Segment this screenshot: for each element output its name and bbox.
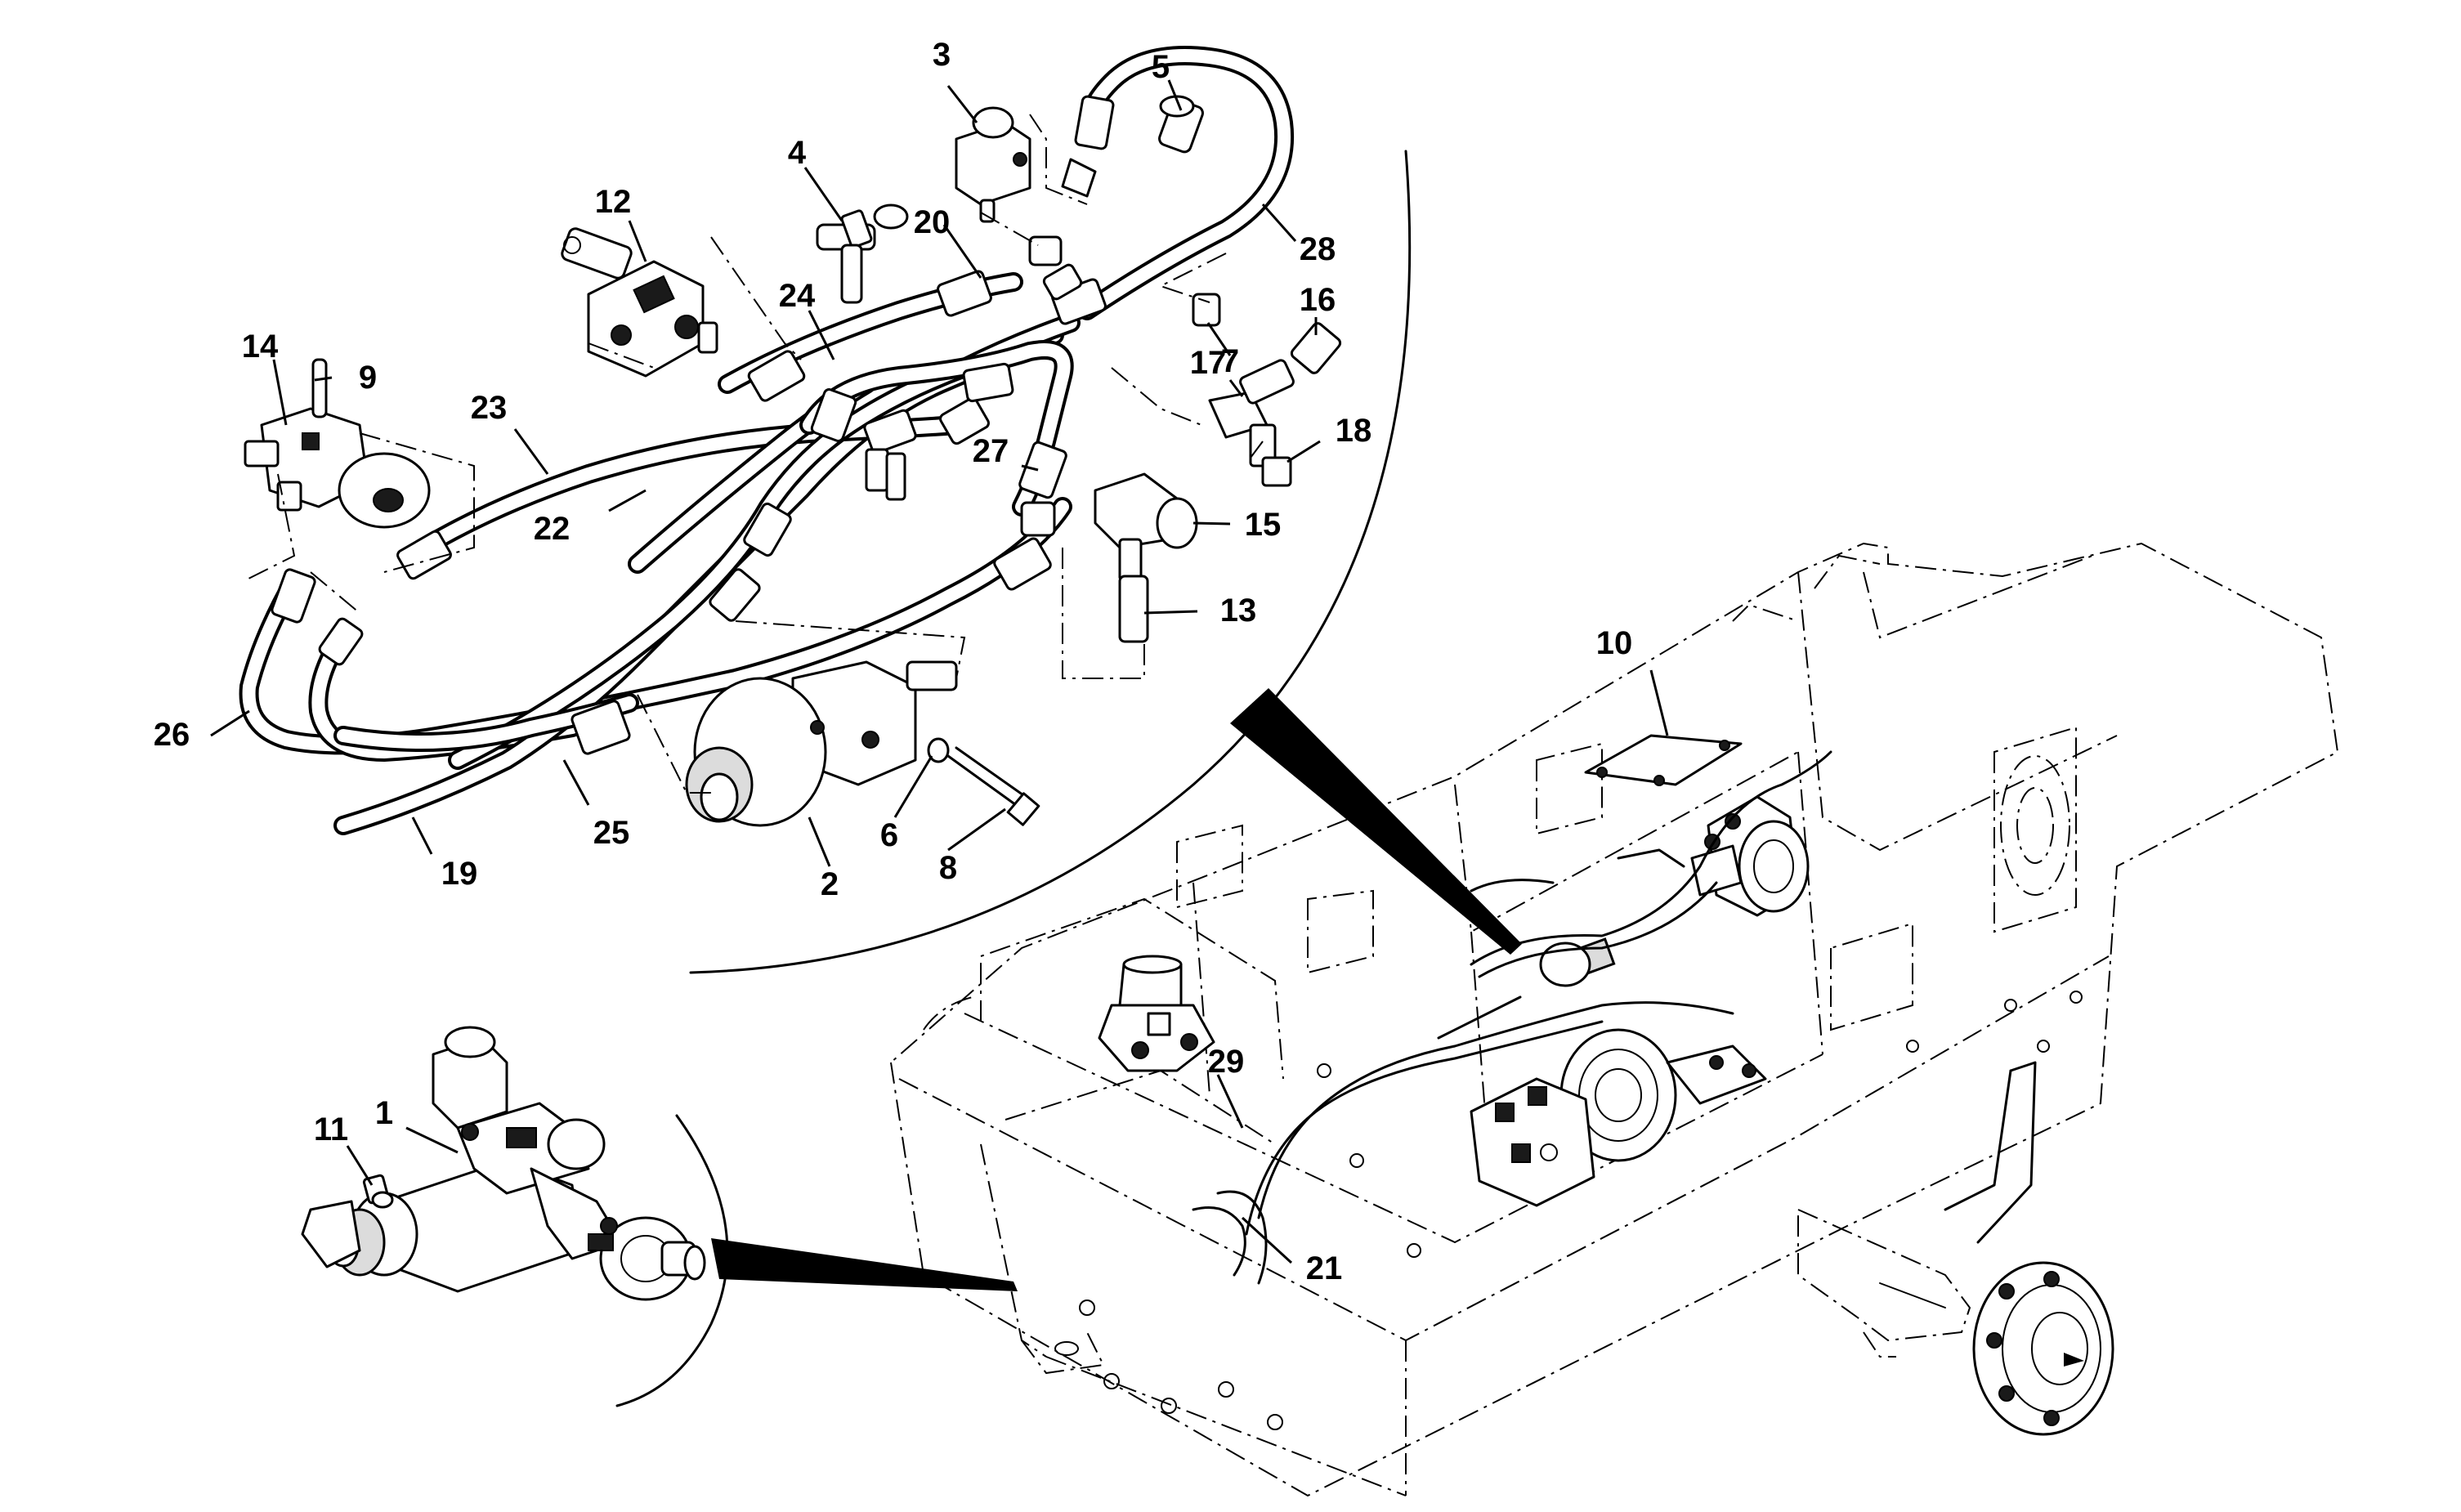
bolt-and-washer xyxy=(927,737,1040,826)
callout-16: 16 xyxy=(1300,282,1336,318)
callout-2: 2 xyxy=(821,866,839,902)
detail-pointer-upper xyxy=(1230,688,1522,955)
callout-23: 23 xyxy=(471,390,508,426)
tee-fitting-15-13 xyxy=(1094,472,1198,643)
tee-fitting-4 xyxy=(816,204,909,304)
callout-17: 17 xyxy=(1190,345,1227,381)
callout-24: 24 xyxy=(779,278,816,314)
callout-25: 25 xyxy=(593,815,630,851)
valve-assembly-1 xyxy=(301,1026,706,1301)
detail-phantom-lines xyxy=(244,114,1264,794)
valve-block-12 xyxy=(561,227,718,378)
fitting-7 xyxy=(1192,293,1221,327)
detail-boundary-upper xyxy=(689,150,1412,974)
callout-4: 4 xyxy=(788,135,807,171)
callout-6: 6 xyxy=(880,817,898,853)
callout-20: 20 xyxy=(914,204,951,240)
callout-9: 9 xyxy=(359,360,377,396)
tee-assembly-16-17-18 xyxy=(1208,322,1342,487)
fitting-5 xyxy=(1158,95,1204,154)
callout-27: 27 xyxy=(973,433,1009,469)
callout-19: 19 xyxy=(441,856,478,892)
callout-14: 14 xyxy=(242,329,279,365)
callout-10: 10 xyxy=(1596,625,1633,661)
solenoid-3 xyxy=(955,106,1031,223)
fuel-filter-assembly xyxy=(1098,955,1215,1072)
drive-motor xyxy=(1470,1028,1767,1207)
axle-wheel-hub xyxy=(1797,1061,2114,1436)
accumulator-valve xyxy=(685,660,958,827)
callout-21: 21 xyxy=(1306,1250,1343,1286)
callout-3: 3 xyxy=(933,37,951,73)
detail-boundary-lower xyxy=(615,1114,729,1407)
callout-11: 11 xyxy=(314,1112,348,1147)
vehicle-frame xyxy=(889,542,2339,1497)
callout-1: 1 xyxy=(375,1095,393,1131)
valve-block-14 xyxy=(244,358,431,529)
frame-hose-run xyxy=(1192,750,1832,1285)
callout-15: 15 xyxy=(1245,507,1282,543)
detail-fittings xyxy=(271,95,1115,755)
callout-26: 26 xyxy=(154,717,190,753)
callout-5: 5 xyxy=(1152,49,1170,85)
detail-pointer-lower xyxy=(711,1238,1018,1291)
callout-18: 18 xyxy=(1336,413,1372,449)
callout-28: 28 xyxy=(1300,231,1336,267)
callout-labels: 1 2 3 4 5 6 7 8 9 10 11 12 13 14 15 16 1… xyxy=(154,37,1633,1286)
callout-8: 8 xyxy=(939,850,957,886)
cover-plate xyxy=(1584,734,1743,786)
elbow-fittings xyxy=(1020,158,1097,537)
leader-lines xyxy=(210,79,1669,1264)
callout-7: 7 xyxy=(1221,343,1239,379)
frame-manifold-assembly xyxy=(1539,795,1810,987)
callout-12: 12 xyxy=(595,184,632,220)
callout-29: 29 xyxy=(1208,1044,1245,1080)
callout-22: 22 xyxy=(534,511,571,547)
callout-13: 13 xyxy=(1220,593,1257,629)
